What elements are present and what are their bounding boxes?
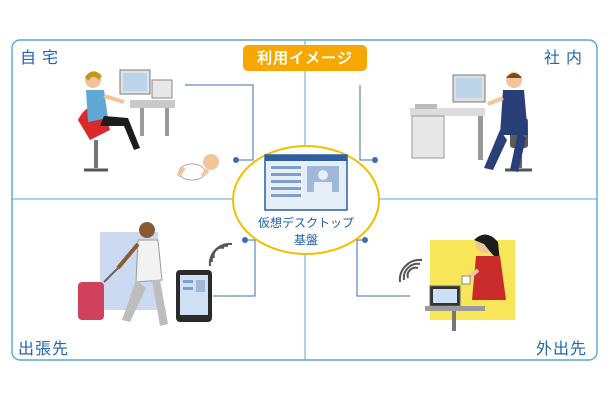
home-worker-illustration: [78, 69, 219, 181]
business-trip-illustration: [78, 222, 233, 326]
usage-image-title-badge: 利用イメージ: [243, 45, 367, 71]
quadrant-label-home: 自宅: [20, 48, 65, 67]
connector-lines: [185, 84, 410, 297]
quadrant-label-office: 社内: [544, 48, 589, 67]
office-worker-illustration: [410, 72, 532, 172]
quadrant-label-outside: 外出先: [536, 339, 588, 358]
quadrant-label-business-trip: 出張先: [18, 339, 70, 358]
hub-desktop-infrastructure: [232, 145, 380, 255]
connector-dots: [233, 157, 378, 243]
hub-label-line1: 仮想デスクトップ: [257, 216, 354, 230]
hub-label-line2: 基盤: [293, 233, 318, 247]
outside-worker-illustration: [398, 234, 515, 331]
